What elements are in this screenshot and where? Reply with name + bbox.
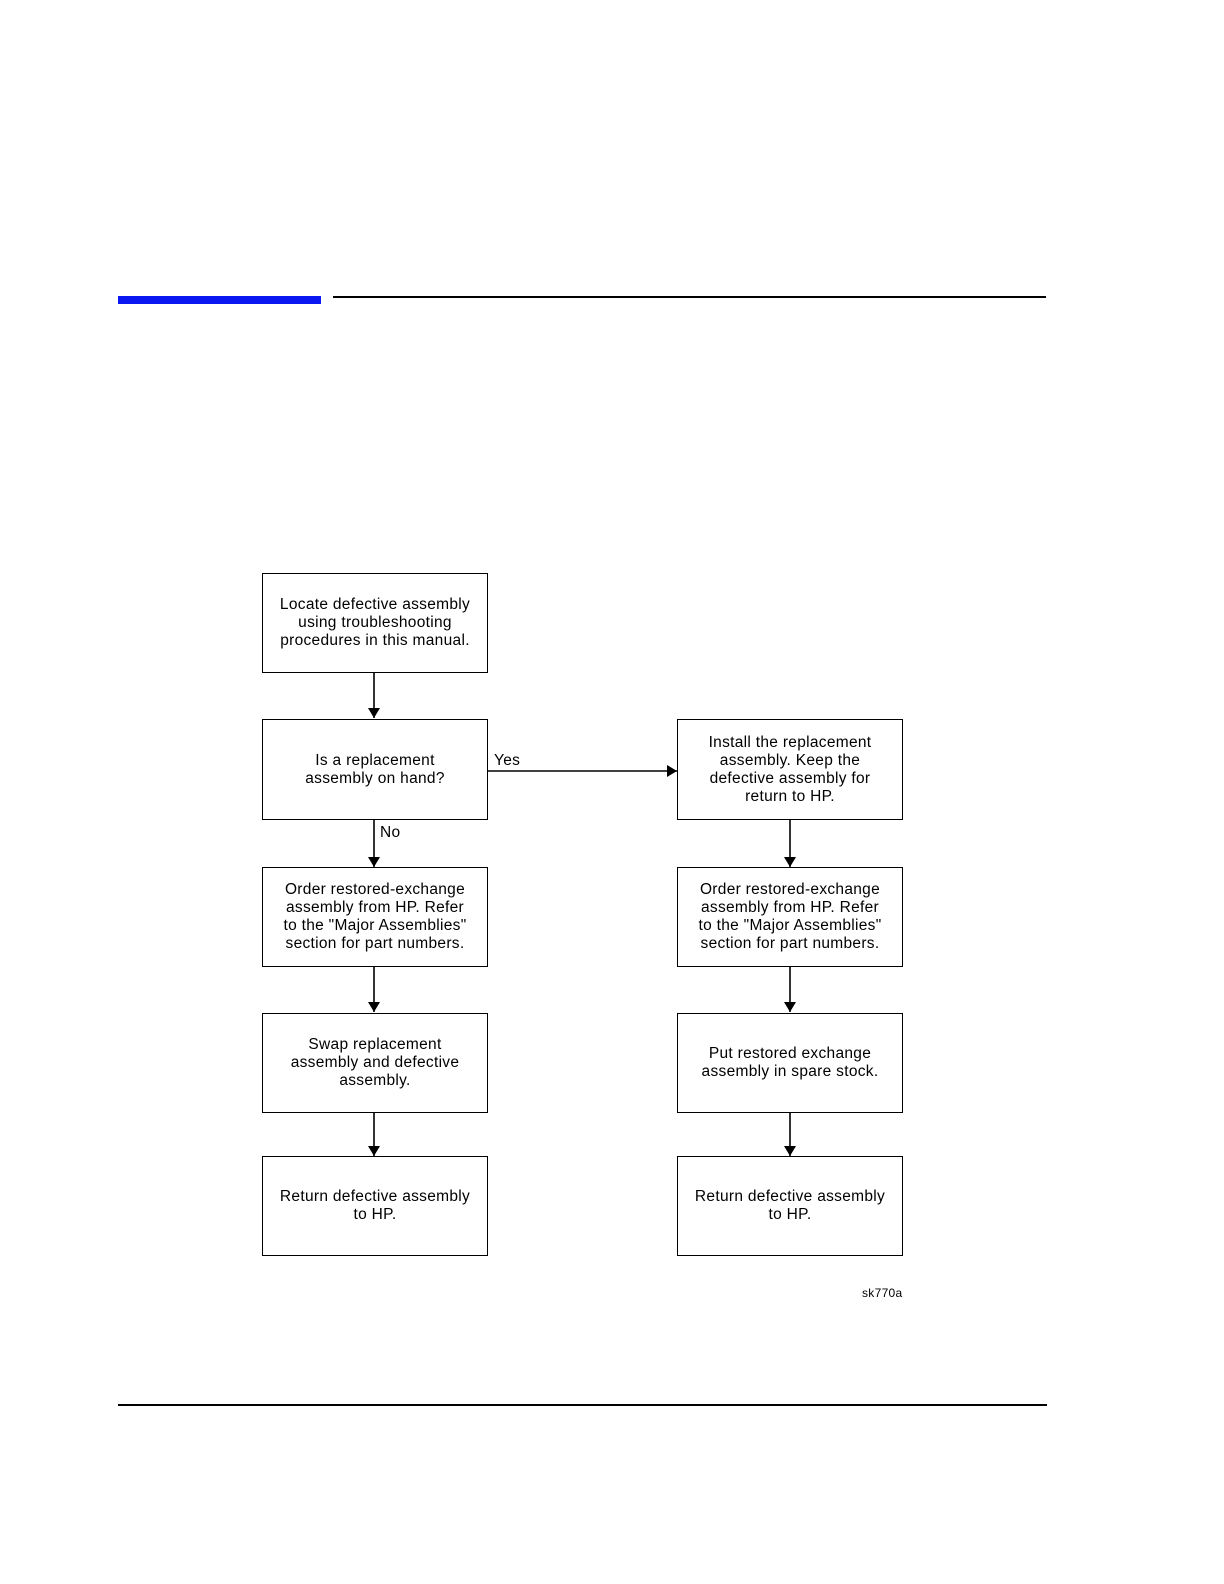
box-order-left-text: Order restored-exchange assembly from HP… <box>283 881 467 952</box>
box-order-restored-exchange-right: Order restored-exchange assembly from HP… <box>677 867 903 967</box>
box-swap-text: Swap replacement assembly and defective … <box>290 1036 460 1089</box>
box-decision-text: Is a replacement assembly on hand? <box>305 751 445 787</box>
box-install-text: Install the replacement assembly. Keep t… <box>708 733 872 805</box>
section-accent-bar <box>118 296 321 304</box>
box-install-replacement: Install the replacement assembly. Keep t… <box>677 719 903 820</box>
box-replacement-on-hand-decision: Is a replacement assembly on hand? <box>262 719 488 820</box>
box-put-in-spare-stock: Put restored exchange assembly in spare … <box>677 1013 903 1113</box>
box-return-defective-right: Return defective assembly to HP. <box>677 1156 903 1256</box>
box-swap-assemblies: Swap replacement assembly and defective … <box>262 1013 488 1113</box>
box-order-restored-exchange-left: Order restored-exchange assembly from HP… <box>262 867 488 967</box>
label-yes: Yes <box>494 752 521 769</box>
box-order-right-text: Order restored-exchange assembly from HP… <box>698 881 882 952</box>
section-header-rule <box>333 296 1046 298</box>
footer-rule <box>118 1404 1047 1406</box>
box-return-left-text: Return defective assembly to HP. <box>279 1188 471 1223</box>
label-no: No <box>380 824 401 841</box>
box-locate-text: Locate defective assembly using troubles… <box>279 596 471 649</box>
figure-id: sk770a <box>862 1286 903 1300</box>
box-stock-text: Put restored exchange assembly in spare … <box>701 1045 879 1080</box>
box-return-defective-left: Return defective assembly to HP. <box>262 1156 488 1256</box>
box-return-right-text: Return defective assembly to HP. <box>694 1188 886 1223</box>
box-locate-defective-assembly: Locate defective assembly using troubles… <box>262 573 488 673</box>
